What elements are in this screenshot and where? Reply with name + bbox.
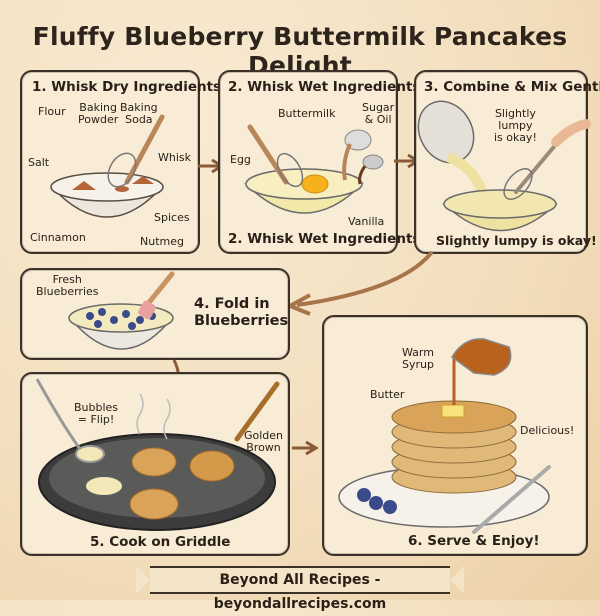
- label-nutmeg: Nutmeg: [140, 235, 184, 248]
- label-golden-brown: Golden Brown: [244, 429, 284, 454]
- dry-ingredients-bowl-icon: [50, 114, 165, 218]
- footer-banner: Beyond All Recipes - beyondallrecipes.co…: [150, 566, 450, 612]
- label-butter: Butter: [370, 388, 405, 401]
- step-3-panel: 3. Combine & Mix Gently Slightly lumpy i…: [414, 70, 600, 254]
- step-1-panel: 1. Whisk Dry Ingredients Flour Baking Po…: [20, 70, 221, 254]
- step-2-caption: 2. Whisk Wet Ingredients: [228, 231, 421, 247]
- label-delicious: Delicious!: [520, 424, 575, 437]
- step-2-title: 2. Whisk Wet Ingredients: [228, 79, 421, 95]
- step-6-title: 6. Serve & Enjoy!: [408, 533, 540, 549]
- griddle-icon: [35, 378, 280, 531]
- label-baking-powder: Baking Powder: [78, 101, 119, 126]
- label-bubbles-flip: Bubbles = Flip!: [74, 401, 119, 426]
- page-title: Fluffy Blueberry Buttermilk Pancakes Del…: [32, 22, 568, 80]
- arrow-curved-left-icon: [285, 250, 434, 316]
- step-4-title: 4. Fold in Blueberries: [194, 296, 289, 329]
- label-cinnamon: Cinnamon: [30, 231, 86, 244]
- step-6-panel: Warm Syrup Butter Delicious! 6. Serve & …: [322, 315, 588, 556]
- step-4-panel: Fresh Blueberries 4. Fold in Blueberries: [20, 268, 290, 360]
- pancake-stack-icon: [338, 338, 551, 534]
- step-5-title: 5. Cook on Griddle: [90, 534, 231, 550]
- label-vanilla: Vanilla: [348, 215, 385, 228]
- label-baking-soda: Baking Soda: [120, 101, 158, 126]
- label-buttermilk: Buttermilk: [278, 107, 336, 120]
- label-flour: Flour: [38, 105, 66, 118]
- label-fresh-blueberries: Fresh Blueberries: [36, 273, 99, 298]
- arrow-right-icon: [292, 440, 319, 456]
- label-slightly-lumpy-note: Slightly lumpy is okay!: [494, 107, 537, 144]
- label-salt: Salt: [28, 156, 50, 169]
- banner-tail-right: [450, 566, 464, 594]
- wet-ingredients-bowl-icon: [244, 124, 384, 214]
- step-2-panel: 2. Whisk Wet Ingredients Buttermilk Suga…: [218, 70, 420, 254]
- step-1-title: 1. Whisk Dry Ingredients: [32, 79, 222, 95]
- step-5-panel: Bubbles = Flip! Golden Brown 5. Cook on …: [20, 372, 290, 556]
- label-warm-syrup: Warm Syrup: [402, 346, 434, 371]
- label-spices: Spices: [154, 211, 190, 224]
- blueberry-bowl-icon: [68, 271, 175, 350]
- combine-bowls-icon: [417, 100, 591, 232]
- label-egg: Egg: [230, 153, 251, 166]
- label-sugar-oil: Sugar & Oil: [362, 101, 395, 126]
- label-whisk: Whisk: [158, 151, 192, 164]
- banner-tail-left: [136, 566, 150, 594]
- step-3-title: 3. Combine & Mix Gently: [424, 79, 600, 95]
- step-3-caption: Slightly lumpy is okay!: [436, 233, 597, 248]
